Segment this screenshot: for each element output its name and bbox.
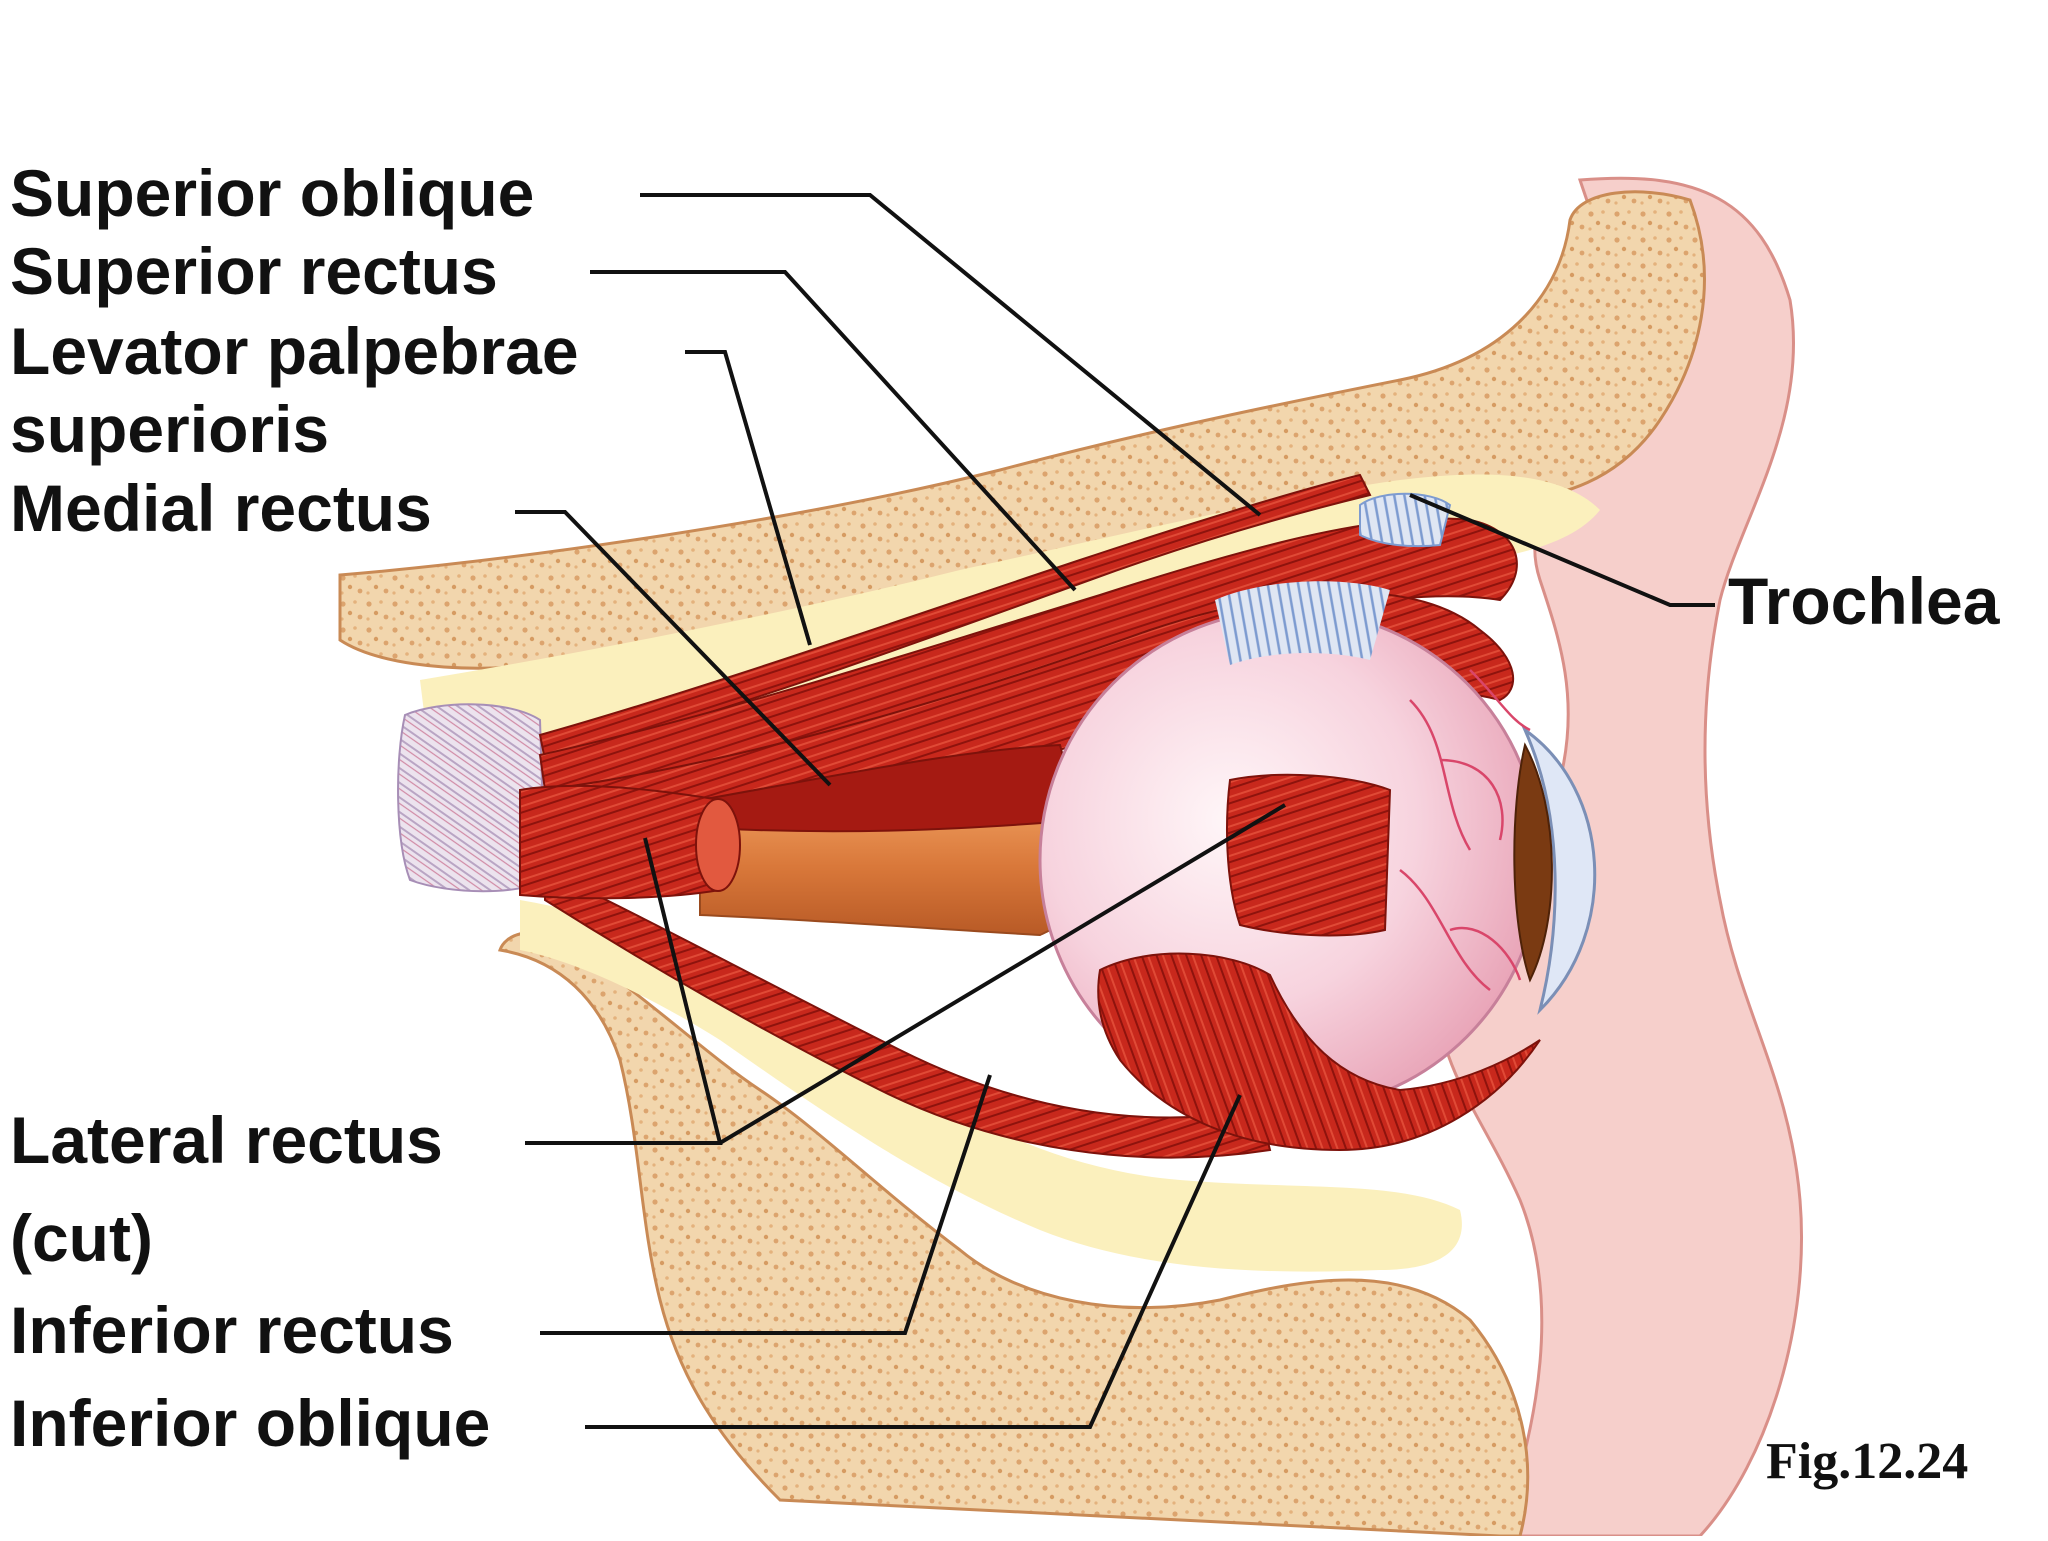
common-tendinous-ring [397, 703, 547, 893]
leader-superior-rectus [590, 270, 1077, 592]
label-lateral-rectus: Lateral rectus [10, 1103, 443, 1177]
trochlea [1359, 492, 1452, 548]
label-superior-rectus: Superior rectus [10, 234, 498, 308]
lateral-rectus-muscle [519, 784, 721, 900]
label-medial-rectus: Medial rectus [10, 471, 432, 545]
lateral-rectus-insertion [1226, 773, 1392, 937]
leader-inferior-oblique [585, 1094, 1242, 1429]
lateral-rectus-cut-end [695, 798, 741, 892]
cornea [1521, 725, 1597, 1015]
label-lateral-rectus-cut: (cut) [10, 1201, 153, 1275]
label-superior-oblique: Superior oblique [10, 156, 535, 230]
orbital-floor-bone [498, 931, 1530, 1538]
leader-lateral-rectus-b [718, 803, 1287, 1145]
iris [1513, 742, 1553, 983]
leader-medial-rectus [515, 510, 832, 787]
leader-trochlea [1409, 493, 1715, 607]
leader-inferior-rectus [540, 1074, 992, 1335]
label-inferior-rectus: Inferior rectus [10, 1293, 454, 1367]
leader-levator [685, 350, 812, 646]
inferior-oblique-muscle [1097, 952, 1541, 1152]
leader-lines [515, 193, 1715, 1429]
superior-rectus-tendon [1215, 581, 1390, 665]
label-superioris: superioris [10, 392, 330, 466]
superior-oblique-muscle [538, 473, 1372, 762]
figure-number: Fig.12.24 [1766, 1433, 1969, 1490]
leader-superior-oblique [640, 193, 1262, 517]
label-trochlea: Trochlea [1728, 564, 2000, 638]
label-levator-palpebrae: Levator palpebrae [10, 314, 579, 388]
label-inferior-oblique: Inferior oblique [10, 1386, 491, 1460]
retinal-vessels [1399, 669, 1531, 991]
inferior-rectus-muscle [544, 868, 1272, 1159]
